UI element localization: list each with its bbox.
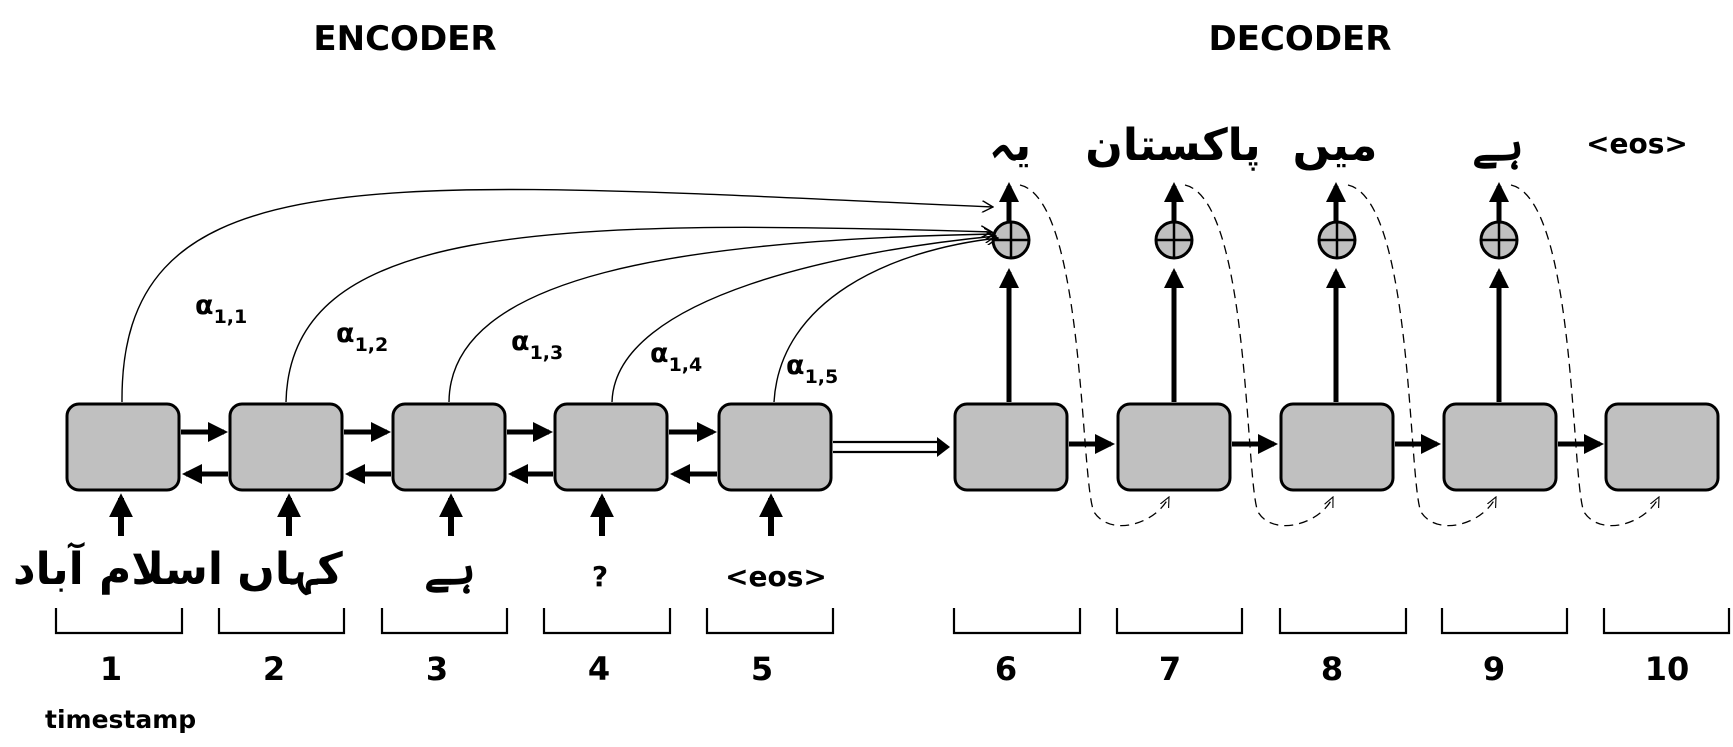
output-token-6: یہ <box>989 120 1031 171</box>
encoder-header: ENCODER <box>313 19 496 59</box>
bracket-4 <box>542 608 672 635</box>
attention-curve-1 <box>121 188 993 403</box>
encoder-cell-3 <box>391 402 507 492</box>
timestep-number-1: 1 <box>100 650 122 688</box>
context-double-arrow <box>833 437 950 457</box>
bracket-7 <box>1115 608 1244 635</box>
timestamp-label: timestamp <box>45 705 196 734</box>
attention-curves <box>121 188 998 403</box>
decoder-output-arrows <box>999 182 1509 402</box>
circled-plus-icon <box>991 220 1031 260</box>
timestep-brackets <box>54 608 1731 635</box>
bracket-10 <box>1602 608 1731 635</box>
decoder-cell-8 <box>1279 402 1395 492</box>
timestep-number-6: 6 <box>995 650 1017 688</box>
input-token-5: <eos> <box>725 560 827 593</box>
timestep-number-9: 9 <box>1483 650 1505 688</box>
attention-weight-3: α1,3 <box>511 326 563 364</box>
timestep-number-8: 8 <box>1321 650 1343 688</box>
bracket-8 <box>1278 608 1408 635</box>
encoder-cell-5 <box>717 402 833 492</box>
timestep-number-4: 4 <box>588 650 610 688</box>
bracket-6 <box>952 608 1082 635</box>
decoder-cell-10 <box>1604 402 1720 492</box>
attention-weight-4: α1,4 <box>650 338 702 376</box>
input-token-3: ہے <box>424 544 476 595</box>
encoder-input-arrows <box>109 493 783 536</box>
input-token-4: ? <box>592 560 608 593</box>
encoder-cell-4 <box>553 402 669 492</box>
timestep-number-2: 2 <box>263 650 285 688</box>
encoder-cell-1 <box>65 402 181 492</box>
bracket-9 <box>1440 608 1569 635</box>
encoder-cell-2 <box>228 402 344 492</box>
bracket-5 <box>705 608 835 635</box>
feedback-curve-7-8 <box>1184 184 1334 527</box>
input-token-2: کہاں <box>237 544 343 596</box>
feedback-curve-9-10 <box>1510 184 1659 527</box>
attention-weight-1: α1,1 <box>195 290 247 328</box>
output-token-7: پاکستان <box>1085 120 1260 171</box>
bracket-1 <box>54 608 184 635</box>
decoder-header: DECODER <box>1209 19 1392 59</box>
output-token-10: <eos> <box>1586 127 1688 160</box>
attention-weight-5: α1,5 <box>786 350 838 388</box>
output-token-9: ہے <box>1472 120 1524 171</box>
decoder-cell-9 <box>1442 402 1558 492</box>
attention-curve-2 <box>285 227 992 403</box>
attention-combine-nodes <box>991 220 1519 260</box>
timestep-number-5: 5 <box>751 650 773 688</box>
bracket-2 <box>217 608 346 635</box>
timestep-number-7: 7 <box>1159 650 1181 688</box>
circled-plus-icon <box>1154 220 1194 260</box>
feedback-curves <box>1019 184 1659 527</box>
feedback-curve-8-9 <box>1347 184 1496 527</box>
timestep-number-3: 3 <box>426 650 448 688</box>
attention-curve-4 <box>611 236 996 403</box>
decoder-cell-6 <box>953 402 1069 492</box>
feedback-curve-6-7 <box>1019 184 1169 527</box>
bracket-3 <box>380 608 509 635</box>
encoder-cells <box>65 402 833 492</box>
circled-plus-icon <box>1479 220 1519 260</box>
decoder-cell-7 <box>1116 402 1232 492</box>
attention-curve-5 <box>773 238 998 403</box>
input-token-1: اسلام آباد <box>13 541 223 595</box>
attention-curve-3 <box>448 234 995 403</box>
output-token-8: میں <box>1293 120 1378 171</box>
timestep-number-10: 10 <box>1645 650 1690 688</box>
attention-weight-2: α1,2 <box>336 318 388 356</box>
encoder-bidirectional-arrows <box>181 422 717 484</box>
circled-plus-icon <box>1317 220 1357 260</box>
decoder-cells <box>953 402 1720 492</box>
